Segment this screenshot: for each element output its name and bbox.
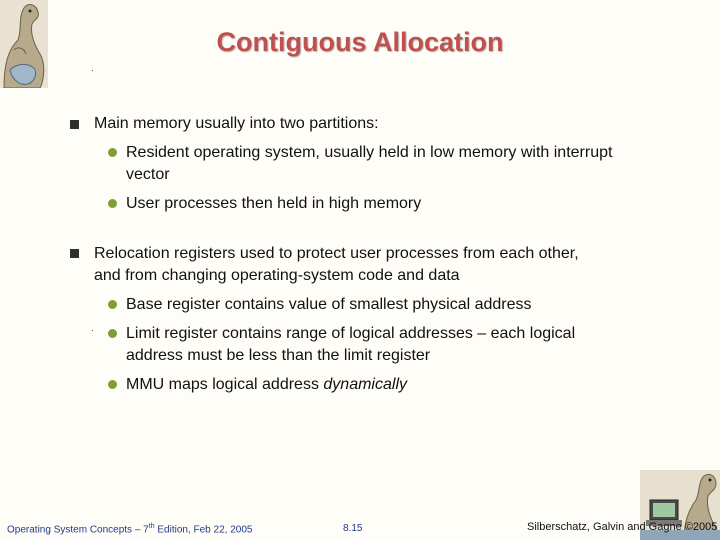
- footer-superscript: th: [148, 523, 155, 530]
- bullet-base-register: Base register contains value of smallest…: [126, 296, 532, 313]
- round-bullet-icon: [108, 329, 117, 338]
- bullet-main-memory: Main memory usually into two partitions:: [94, 115, 379, 132]
- footer-left: Operating System Concepts – 7th Edition,…: [7, 523, 252, 535]
- slide-title: Contiguous Allocation: [216, 27, 504, 57]
- stray-dot: [92, 70, 93, 71]
- bullet-user-processes: User processes then held in high memory: [126, 195, 422, 212]
- bullet-limit-register: Limit register contains range of logical…: [126, 325, 576, 364]
- bullet-mmu-text: MMU maps logical address: [126, 376, 324, 393]
- dinosaur-computer-icon: [640, 470, 720, 540]
- dinosaur-logo-icon: [0, 0, 48, 88]
- round-bullet-icon: [108, 199, 117, 208]
- bullet-resident-os: Resident operating system, usually held …: [126, 144, 613, 183]
- round-bullet-icon: [108, 380, 117, 389]
- footer-copyright: Silberschatz, Galvin and Gagne ©2005: [527, 521, 718, 533]
- bullet-mmu: MMU maps logical address dynamically: [126, 374, 626, 396]
- page-number: 8.15: [343, 523, 363, 534]
- bullet-mmu-emphasis: dynamically: [323, 376, 407, 393]
- stray-dot: [92, 330, 93, 331]
- round-bullet-icon: [108, 300, 117, 309]
- footer-course: Operating System Concepts – 7: [7, 524, 149, 536]
- square-bullet-icon: [70, 249, 79, 258]
- square-bullet-icon: [70, 120, 79, 129]
- bullet-relocation-registers: Relocation registers used to protect use…: [94, 245, 579, 284]
- round-bullet-icon: [108, 148, 117, 157]
- footer-edition: Edition, Feb 22, 2005: [154, 524, 253, 536]
